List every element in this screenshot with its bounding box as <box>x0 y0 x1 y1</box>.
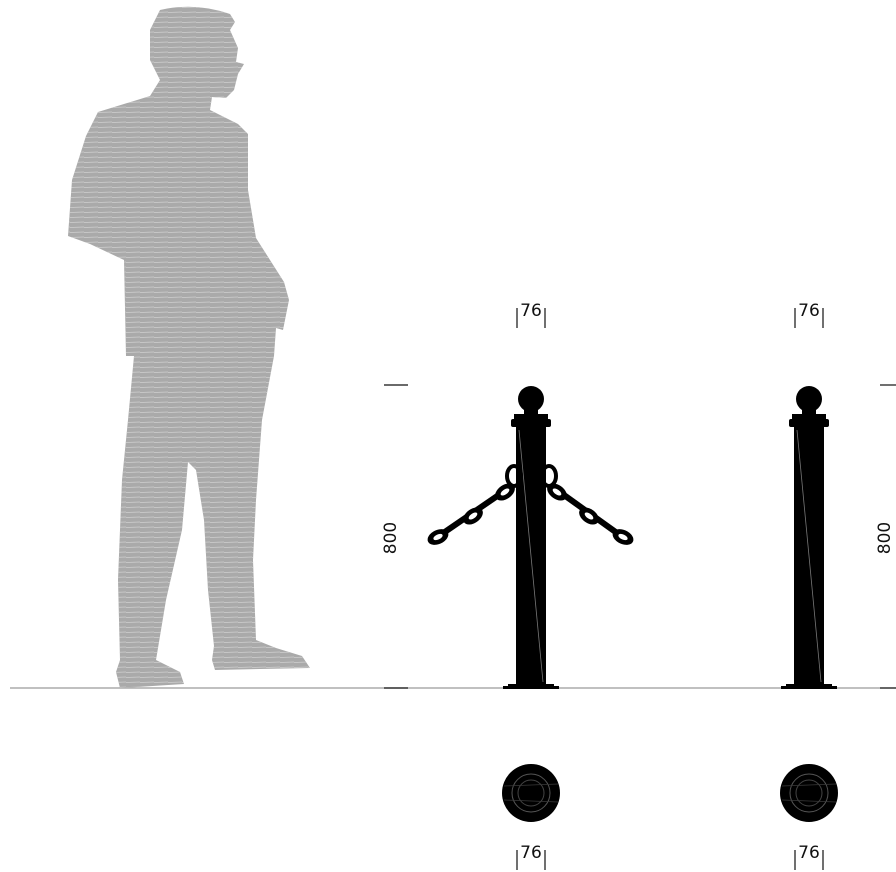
dimension-label: 76 <box>520 301 542 321</box>
dimension-post1-height: 800 <box>381 384 408 689</box>
dimension-post1-plan-width: 76 <box>516 843 546 870</box>
bollard-plan-icon <box>502 764 560 822</box>
dimension-label: 800 <box>875 522 895 554</box>
human-silhouette-icon <box>68 6 310 689</box>
dimension-post2-height: 800 <box>875 384 896 689</box>
dimension-label: 76 <box>798 301 820 321</box>
dimension-label: 76 <box>798 843 820 863</box>
dimension-label: 800 <box>381 522 401 554</box>
chain-icon <box>427 464 634 545</box>
bollard-plan-icon <box>780 764 838 822</box>
dimension-label: 76 <box>520 843 542 863</box>
dimension-post2-top-width: 76 <box>794 301 824 328</box>
bollard-post-icon <box>781 386 837 689</box>
bollard-post-icon <box>503 386 559 689</box>
dimension-post2-plan-width: 76 <box>794 843 824 870</box>
dimension-post1-top-width: 76 <box>516 301 546 328</box>
